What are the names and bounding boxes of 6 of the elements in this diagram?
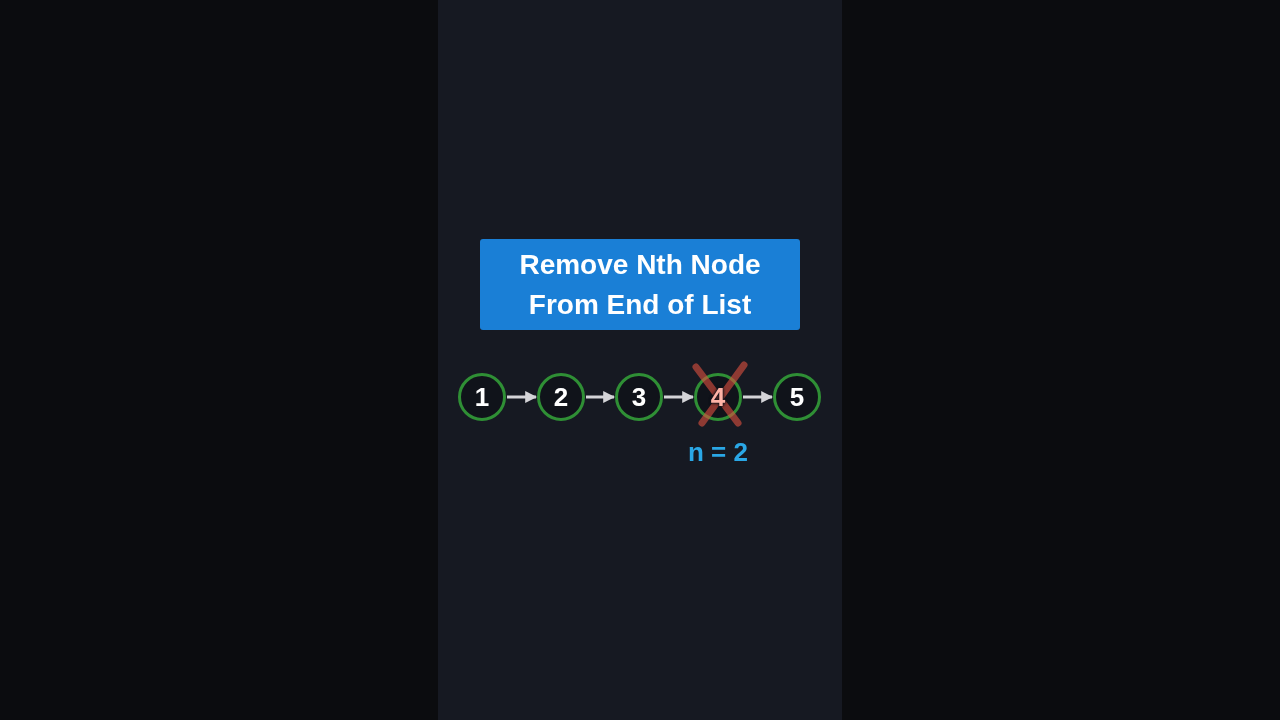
- arrow: [743, 391, 774, 403]
- parameter-label: n = 2: [687, 437, 749, 468]
- title-banner: Remove Nth Node From End of List: [480, 239, 800, 330]
- arrow: [507, 391, 538, 403]
- arrow: [664, 391, 695, 403]
- arrow: [586, 391, 616, 403]
